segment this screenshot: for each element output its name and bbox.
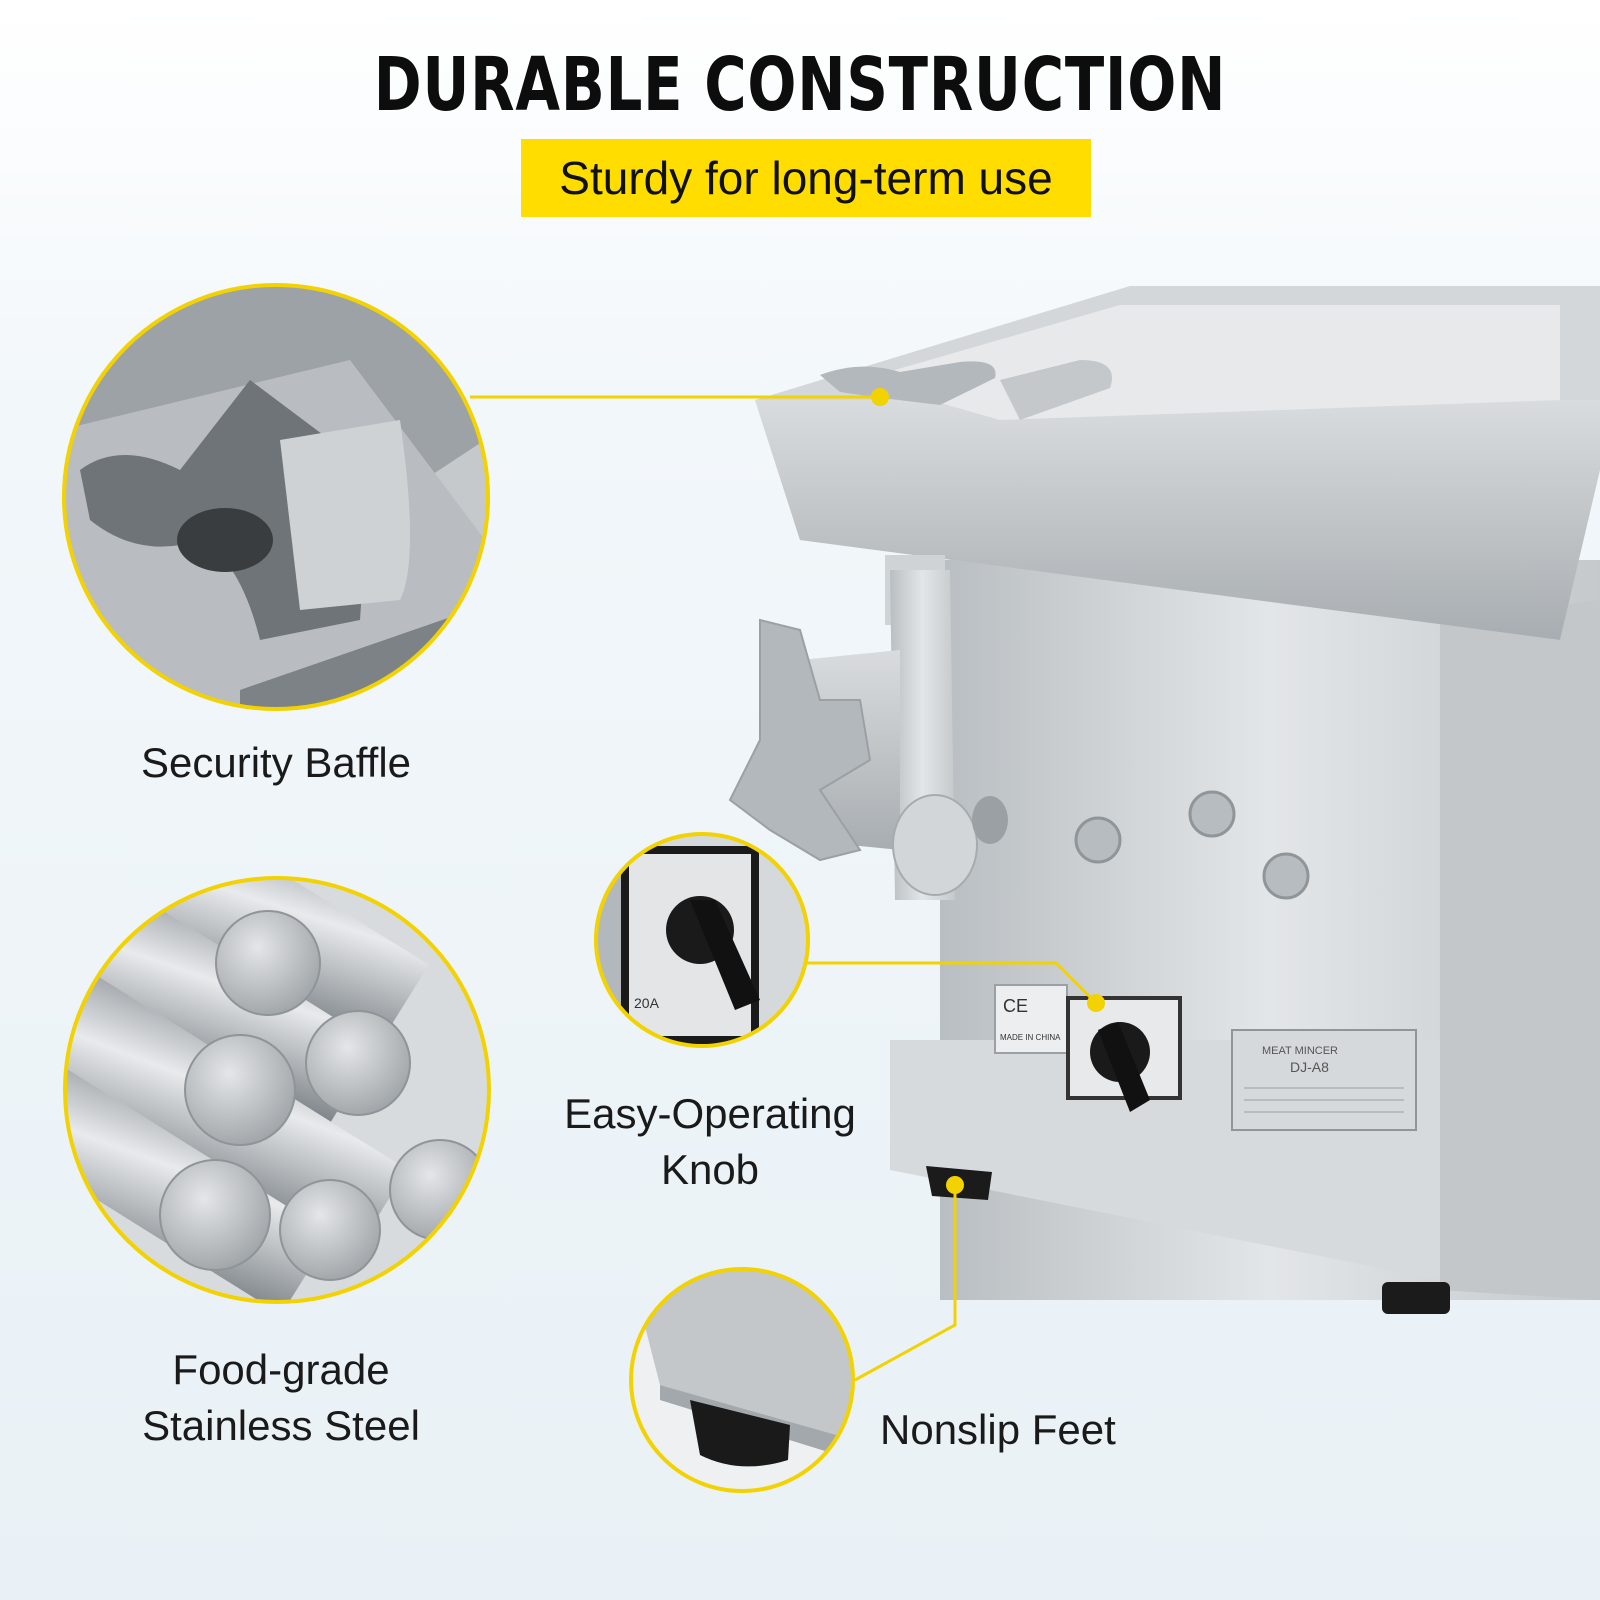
feature-label-line: Food-grade bbox=[172, 1346, 390, 1393]
ce-mark: CE bbox=[1003, 996, 1028, 1016]
subtitle-text: Sturdy for long-term use bbox=[559, 152, 1053, 204]
page-title: DURABLE CONSTRUCTION bbox=[373, 42, 1227, 128]
baffle-closeup bbox=[64, 285, 488, 709]
callout-lines bbox=[470, 395, 1098, 1382]
nameplate-brand: MEAT MINCER bbox=[1262, 1045, 1338, 1057]
switch-rating: 20A bbox=[634, 995, 660, 1011]
meat-grinder: CE MADE IN CHINA MEAT MINCER DJ-A8 bbox=[728, 286, 1600, 1314]
nameplate-model: DJ-A8 bbox=[1290, 1059, 1329, 1075]
origin-text: MADE IN CHINA bbox=[1000, 1033, 1061, 1042]
knob-closeup: 20A bbox=[596, 834, 808, 1046]
foot-closeup bbox=[631, 1269, 853, 1491]
subtitle-banner: Sturdy for long-term use bbox=[521, 139, 1091, 217]
callout-dots bbox=[871, 388, 1105, 1194]
feature-label-line: Easy-Operating bbox=[564, 1090, 856, 1137]
feature-label-line: Stainless Steel bbox=[142, 1402, 420, 1449]
feature-label-knob: Easy-Operating Knob bbox=[560, 1086, 860, 1198]
feature-label-nonslip-feet: Nonslip Feet bbox=[880, 1406, 1116, 1453]
feature-label-line: Knob bbox=[660, 1146, 760, 1193]
feature-label-stainless-steel: Food-grade Stainless Steel bbox=[96, 1342, 466, 1454]
steel-rods-closeup bbox=[65, 878, 489, 1302]
feature-label-security-baffle: Security Baffle bbox=[140, 739, 412, 786]
